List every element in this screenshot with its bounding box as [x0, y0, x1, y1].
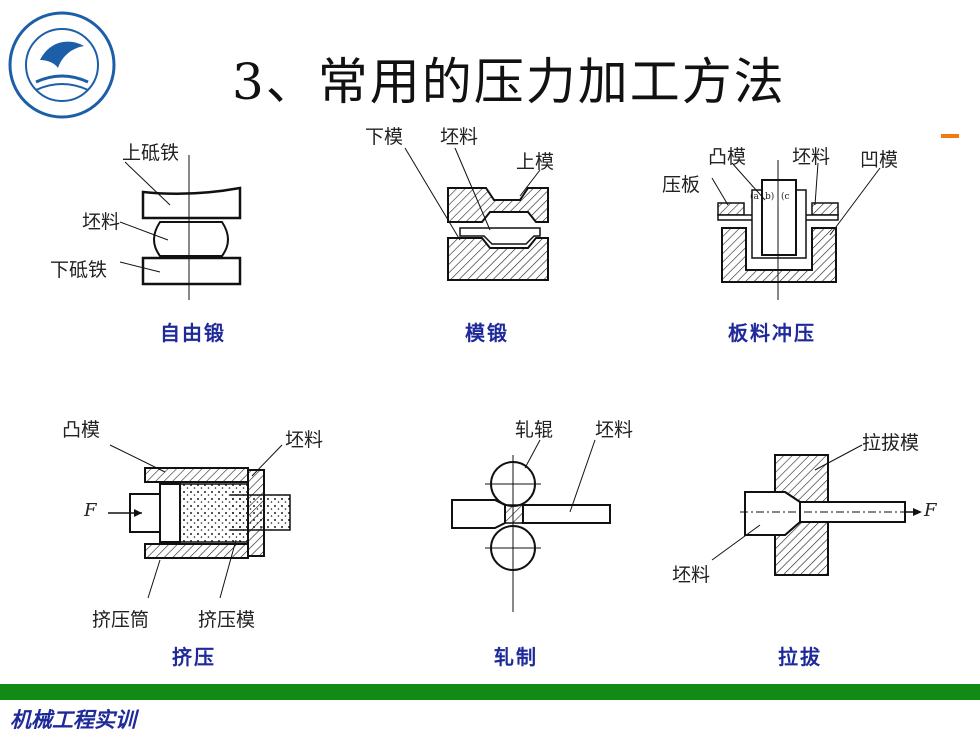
- label-b: b): [765, 192, 775, 202]
- label-drawing-blank: 坯料: [672, 564, 711, 586]
- label-upper-anvil: 上砥铁: [122, 142, 180, 164]
- label-punch: 凸模: [708, 146, 747, 168]
- label-lower-anvil: 下砥铁: [50, 259, 108, 281]
- label-extrusion-die: 挤压模: [198, 609, 256, 631]
- label-concave-die: 凹模: [860, 149, 899, 171]
- label-extrusion-punch: 凸模: [62, 419, 101, 441]
- caption-drawing: 拉拔: [778, 645, 822, 669]
- label-roll: 轧辊: [515, 419, 554, 441]
- label-die-forging-blank: 坯料: [440, 126, 479, 148]
- free-forging-figure: [119, 155, 242, 300]
- caption-free-forging: 自由锻: [160, 321, 226, 345]
- caption-sheet-stamping: 板料冲压: [728, 321, 816, 345]
- caption-rolling: 轧制: [494, 645, 538, 669]
- extrusion-figure: [108, 444, 291, 599]
- label-pressure-plate: 压板: [662, 174, 701, 196]
- label-stamping-blank: 坯料: [792, 146, 831, 168]
- label-c: (c: [781, 192, 790, 202]
- label-drawing-force: F: [924, 500, 937, 521]
- sheet-stamping-figure: [711, 160, 881, 300]
- caption-extrusion: 挤压: [172, 645, 216, 669]
- label-drawing-die: 拉拔模: [862, 432, 920, 454]
- label-container: 挤压筒: [92, 609, 150, 631]
- label-free-forging-blank: 坯料: [82, 211, 121, 233]
- label-upper-die: 上模: [516, 151, 555, 173]
- slide-title: 3、常用的压力加工方法: [232, 53, 786, 111]
- accent-dash: [941, 134, 959, 138]
- label-rolling-blank: 坯料: [595, 419, 634, 441]
- rolling-figure: [451, 439, 611, 612]
- footer-title: 机械工程实训: [10, 708, 136, 732]
- drawing-figure: [711, 444, 922, 576]
- footer-bar: [0, 684, 980, 700]
- college-logo: [8, 11, 116, 119]
- label-a: (a: [750, 192, 759, 202]
- bird-icon: [40, 41, 84, 68]
- label-extrusion-force: F: [84, 500, 97, 521]
- label-lower-die: 下模: [365, 126, 404, 148]
- label-extrusion-blank: 坯料: [285, 429, 324, 451]
- die-forging-figure: [404, 147, 549, 281]
- caption-die-forging: 模锻: [465, 321, 509, 345]
